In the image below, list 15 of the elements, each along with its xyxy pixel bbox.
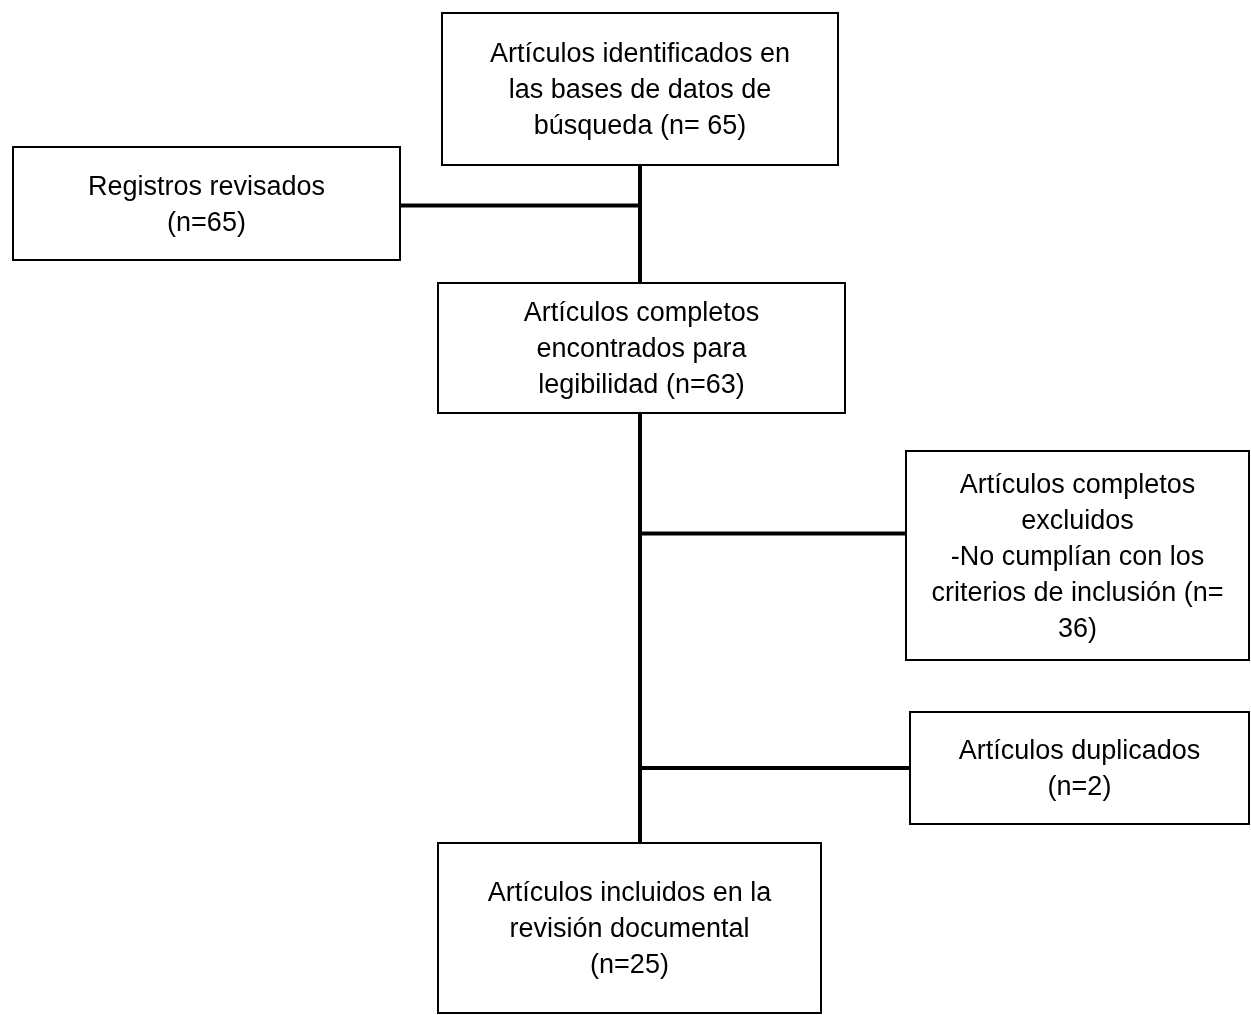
process-box	[441, 12, 839, 166]
process-box	[905, 450, 1250, 661]
box-text: -No cumplían con los criterios de inclusión (n= 36)	[930, 539, 1225, 645]
box-text: Artículos incluidos en la revisión documental (n=25)	[486, 876, 773, 981]
process-box	[437, 842, 822, 1014]
box-text: Registros revisados (n=65)	[86, 169, 327, 239]
connector-line	[638, 414, 642, 842]
process-box	[909, 711, 1250, 825]
process-box	[437, 282, 846, 414]
connector-line	[401, 203, 642, 282]
box-text: Artículos identificados en las bases de datos de búsqueda (n= 65)	[488, 37, 792, 142]
box-text: Artículos completos excluidos	[958, 467, 1197, 537]
box-text: Artículos completos encontrados para legibilidad (n=63)	[522, 296, 761, 401]
process-box	[12, 146, 401, 261]
box-text: Artículos duplicados (n=2)	[957, 734, 1202, 803]
